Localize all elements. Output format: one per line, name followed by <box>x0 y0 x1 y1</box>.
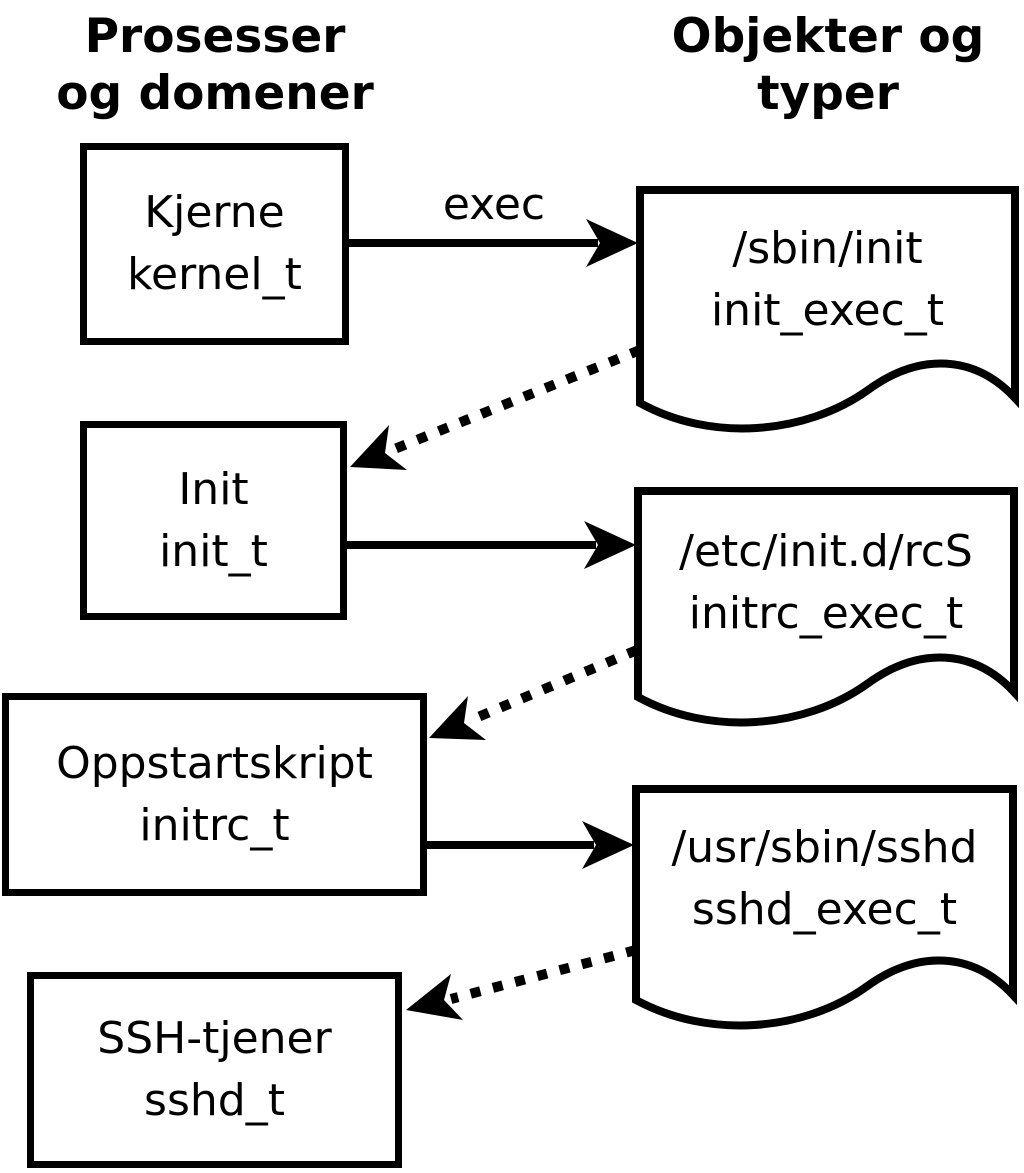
object-sshd-type: sshd_exec_t <box>691 883 958 935</box>
document-shape-sbin-init <box>636 186 1019 433</box>
transition-arrow-to-sshd-domain <box>406 945 638 1020</box>
process-box-init: Init init_t <box>80 421 347 620</box>
process-initrc-type: initrc_t <box>139 799 290 851</box>
process-kernel-name: Kjerne <box>144 187 285 238</box>
exec-arrow-kernel-to-init <box>347 219 638 267</box>
object-label-etc-initd-rcs: /etc/init.d/rcS initrc_exec_t <box>638 495 1014 670</box>
process-box-sshd: SSH-tjener sshd_t <box>27 972 402 1168</box>
process-kernel-type: kernel_t <box>127 249 302 300</box>
header-objects-line2: typer <box>757 66 899 121</box>
object-sshd-path: /usr/sbin/sshd <box>671 821 978 873</box>
process-initrc-name: Oppstartskript <box>56 737 373 789</box>
column-header-objects: Objekter og typer <box>632 8 1024 122</box>
object-sbin-init-path: /sbin/init <box>732 223 923 274</box>
transition-arrow-to-initrc-domain <box>429 645 639 740</box>
exec-arrow-initrc-to-sshd <box>425 821 634 869</box>
object-sbin-init-type: init_exec_t <box>710 285 945 336</box>
transition-arrow-to-init-domain <box>350 345 642 470</box>
exec-arrow-init-to-rcs <box>345 521 636 569</box>
process-init-type: init_t <box>159 525 268 577</box>
document-shape-etc-initd-rcs <box>634 487 1018 727</box>
process-sshd-name: SSH-tjener <box>97 1013 332 1064</box>
object-rcs-type: initrc_exec_t <box>688 587 964 639</box>
process-init-name: Init <box>178 463 249 515</box>
object-label-sbin-init: /sbin/init init_exec_t <box>640 190 1015 370</box>
object-rcs-path: /etc/init.d/rcS <box>679 525 973 577</box>
header-objects-line1: Objekter og <box>671 9 985 64</box>
process-box-kernel: Kjerne kernel_t <box>80 143 349 345</box>
column-header-processes: Prosesser og domener <box>15 8 415 122</box>
process-sshd-type: sshd_t <box>144 1075 285 1126</box>
document-shape-usr-sbin-sshd <box>632 785 1017 1030</box>
process-box-initrc: Oppstartskript initrc_t <box>2 693 427 896</box>
header-processes-line1: Prosesser <box>84 9 346 64</box>
header-processes-line2: og domener <box>56 66 374 121</box>
object-label-usr-sbin-sshd: /usr/sbin/sshd sshd_exec_t <box>636 791 1013 966</box>
exec-arrow-label: exec <box>442 179 546 230</box>
